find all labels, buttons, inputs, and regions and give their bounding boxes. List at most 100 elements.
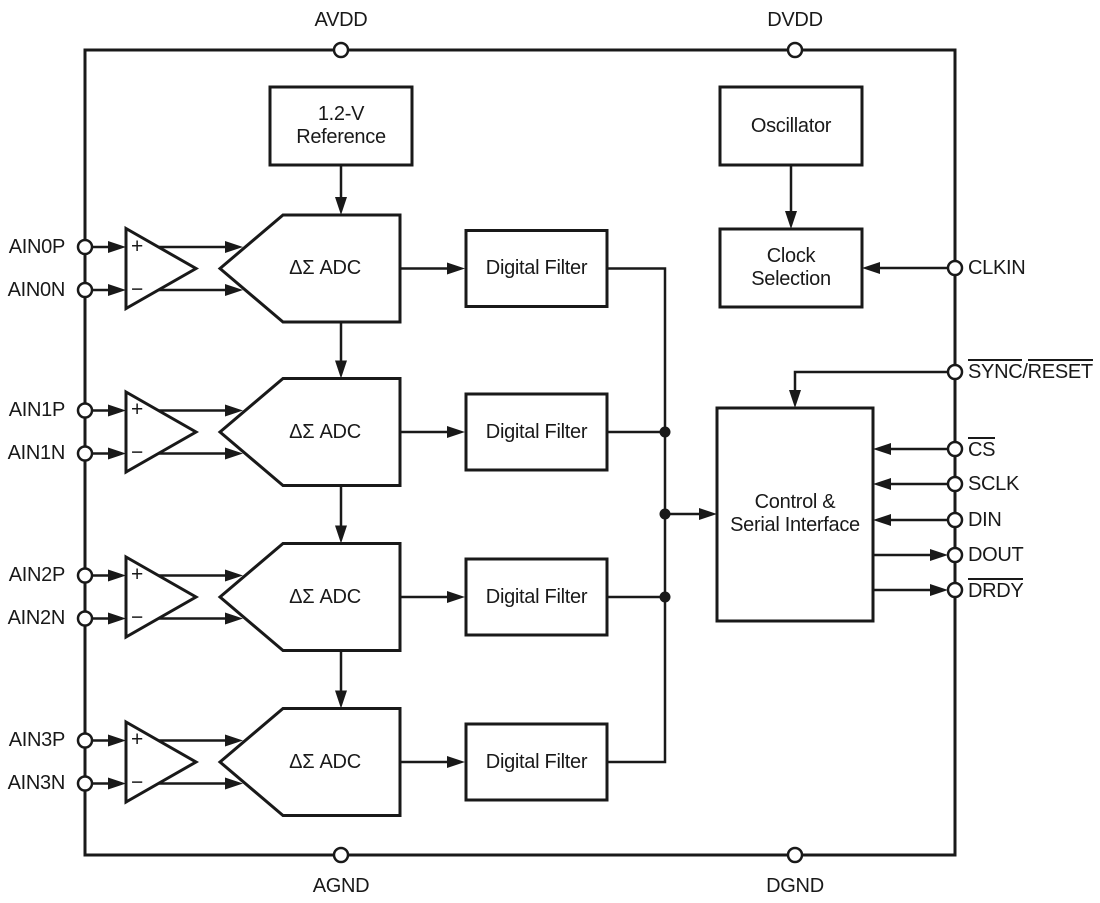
arrowhead-into-filter1	[447, 426, 465, 438]
digital-filter-block-0	[464, 229, 609, 308]
arrowhead-into-filter3	[447, 756, 465, 768]
pin-label-ain0p: AIN0P	[8, 236, 66, 258]
pin-sync-reset	[946, 363, 964, 381]
pin-label-ain1n: AIN1N	[7, 442, 66, 464]
arrowhead-ain0p	[108, 241, 126, 253]
pin-sclk	[946, 475, 964, 493]
channel-3-wires	[92, 739, 449, 785]
pin-label-clkin: CLKIN	[968, 257, 1026, 279]
digital-filter-label-3: Digital Filter	[485, 751, 588, 773]
channel-1-wires	[92, 409, 449, 455]
reference-chain-arrowheads	[335, 197, 347, 709]
arrowhead-din	[873, 514, 891, 526]
pin-label-ain3p: AIN3P	[8, 729, 66, 751]
pin-label-cs: CS	[968, 437, 996, 461]
digital-filter-block-3	[464, 722, 609, 802]
pin-dvdd	[786, 41, 804, 59]
clock-selection-block-label: Clock Selection	[751, 245, 831, 290]
amp0-minus-label: −	[131, 278, 143, 301]
pin-circles	[76, 41, 964, 864]
arrowhead-amp0-p	[225, 241, 243, 253]
pin-ain2p	[76, 567, 94, 584]
pin-label-ain2p: AIN2P	[8, 564, 66, 586]
pin-label-ain1p: AIN1P	[8, 399, 66, 421]
pin-cs	[946, 440, 964, 458]
arrowhead-ain2n	[108, 612, 126, 625]
sync-label-part: SYNC	[968, 359, 1023, 383]
reset-label-part: RESET	[1027, 359, 1093, 383]
amp2-minus-label: −	[131, 606, 143, 629]
pin-label-din: DIN	[968, 509, 1002, 531]
arrowhead-sync-reset	[789, 390, 801, 408]
amp3-minus-label: −	[131, 771, 143, 794]
pin-dgnd	[786, 846, 804, 864]
arrowhead-amp3-n	[225, 777, 243, 790]
arrowhead-ain2p	[108, 569, 126, 582]
arrowhead-into-filter0	[447, 262, 465, 275]
serial-output-wires	[873, 553, 930, 592]
pin-avdd	[332, 41, 350, 59]
channel-2-arrowheads	[108, 569, 465, 625]
pin-ain1n	[76, 445, 94, 462]
arrowhead-ain3n	[108, 777, 126, 790]
pin-label-sclk: SCLK	[968, 473, 1020, 495]
channel-0-wires	[92, 245, 449, 292]
arrowhead-into-adc3	[335, 690, 347, 709]
amp1-plus-label: +	[131, 398, 143, 421]
channel-3-arrowheads	[108, 734, 465, 790]
channel-0-arrowheads	[108, 241, 465, 296]
arrowhead-amp2-n	[225, 612, 243, 625]
pin-label-dout: DOUT	[968, 544, 1024, 566]
control-serial-interface-block	[715, 406, 875, 623]
digital-filter-block-1	[464, 392, 609, 472]
arrowhead-amp1-p	[225, 404, 243, 417]
pin-label-ain0n: AIN0N	[7, 279, 66, 301]
control-serial-interface-block-label: Control & Serial Interface	[730, 491, 860, 536]
pin-label-dgnd: DGND	[766, 875, 824, 897]
junction-dot	[659, 591, 671, 603]
arrowhead-clkin	[862, 262, 880, 274]
channel-1-arrowheads	[108, 404, 465, 460]
pin-clkin	[946, 259, 964, 277]
reference-block-label: 1.2-V Reference	[296, 103, 386, 148]
pin-drdy	[946, 581, 964, 599]
arrowhead-amp2-p	[225, 569, 243, 582]
serial-output-arrowheads	[930, 549, 948, 596]
arrowhead-into-adc2	[335, 525, 347, 544]
amplifier-2	[124, 554, 200, 640]
pin-label-agnd: AGND	[312, 875, 370, 897]
pin-ain3n	[76, 775, 94, 792]
pin-label-avdd: AVDD	[314, 9, 368, 31]
arrowhead-into-adc1	[335, 360, 347, 379]
pin-label-ain3n: AIN3N	[7, 772, 66, 794]
arrowhead-cs	[873, 443, 891, 455]
pin-label-ain2n: AIN2N	[7, 607, 66, 629]
arrowhead-into-control	[699, 508, 717, 520]
amplifier-0	[124, 225, 200, 312]
pin-label-drdy: DRDY	[968, 578, 1024, 602]
amp2-plus-label: +	[131, 563, 143, 586]
amp1-minus-label: −	[131, 441, 143, 464]
channel-2-wires	[92, 574, 449, 620]
amp3-plus-label: +	[131, 728, 143, 751]
arrowhead-dout	[930, 549, 948, 561]
junction-dot	[659, 508, 671, 520]
arrowhead-sclk	[873, 478, 891, 490]
serial-input-wires	[891, 447, 948, 522]
amplifier-1	[124, 389, 200, 475]
pin-label-dvdd: DVDD	[767, 9, 823, 31]
serial-input-arrowheads	[873, 443, 891, 526]
arrowhead-amp0-n	[225, 284, 243, 296]
pin-ain3p	[76, 732, 94, 749]
oscillator-block-label: Oscillator	[750, 115, 832, 137]
digital-filter-label-1: Digital Filter	[485, 421, 588, 443]
pin-agnd	[332, 846, 350, 864]
pin-ain2n	[76, 610, 94, 627]
amp0-plus-label: +	[131, 235, 143, 258]
filter-output-bus	[607, 267, 667, 764]
arrowhead-into-adc0	[335, 197, 347, 215]
pin-dout	[946, 546, 964, 564]
arrowhead-amp3-p	[225, 734, 243, 747]
